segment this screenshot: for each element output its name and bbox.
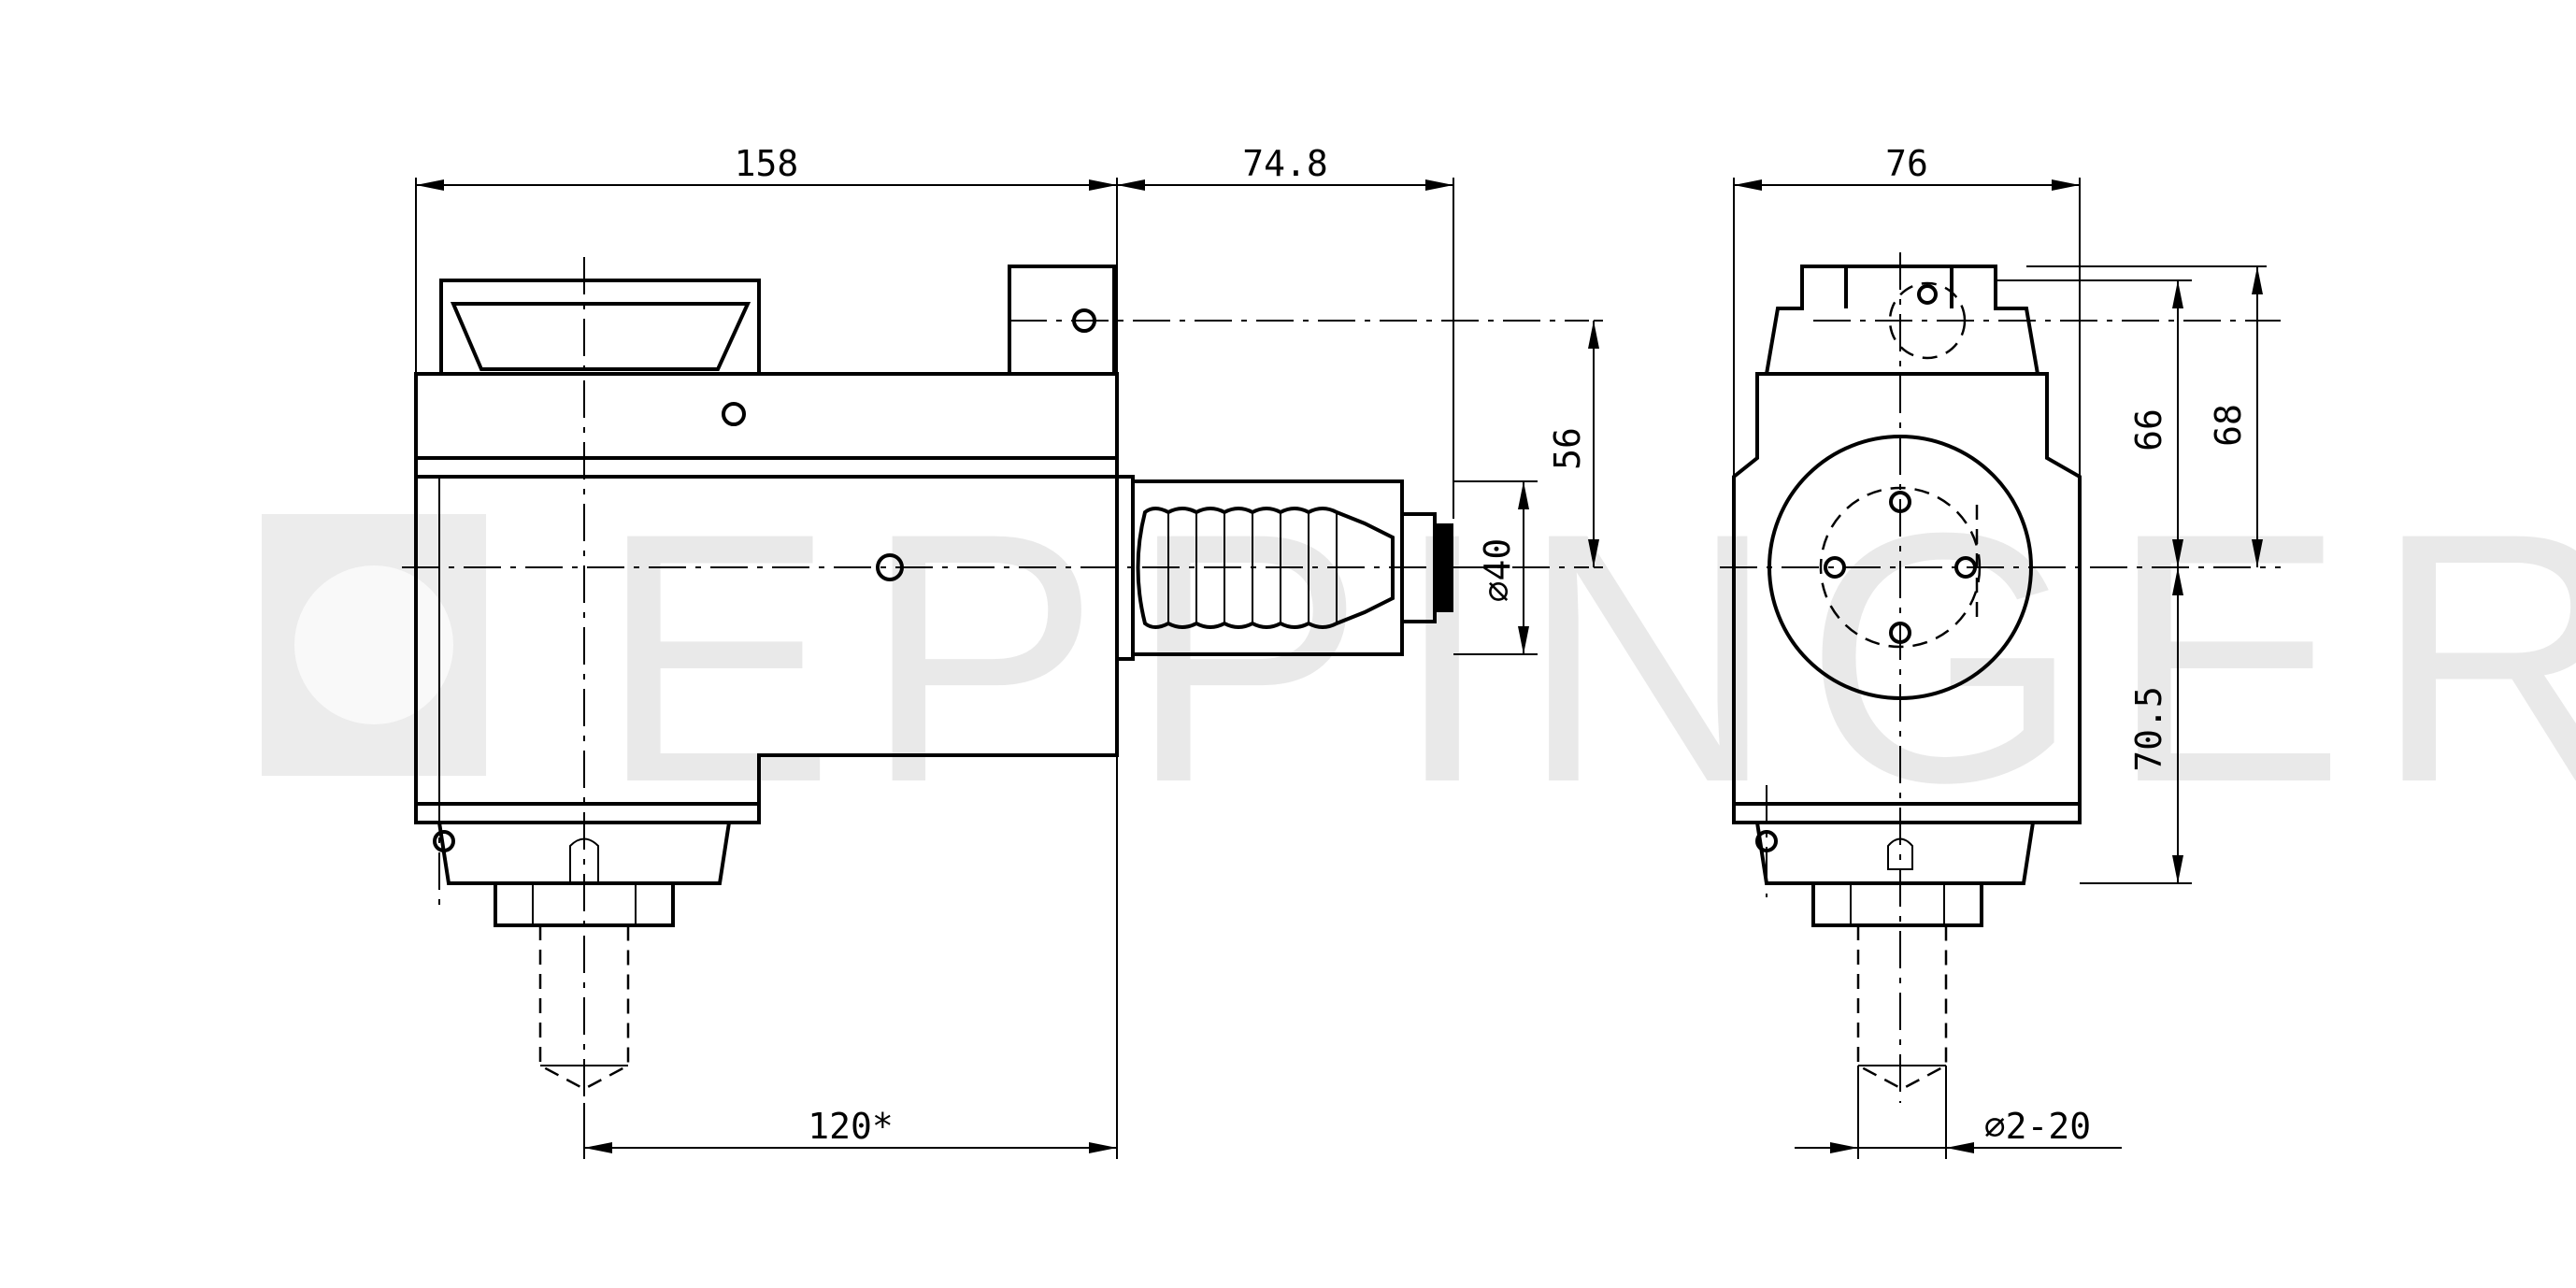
side-shank	[1131, 479, 1404, 656]
side-shank-end	[1400, 512, 1437, 623]
dim-76: 76	[1733, 143, 2081, 477]
side-shank-tip	[1435, 523, 1453, 612]
watermark: EPPINGER	[262, 459, 2576, 856]
side-hole-4	[433, 830, 455, 852]
side-collet-nut	[494, 881, 675, 927]
front-housing	[1732, 372, 2082, 824]
side-hole-3	[876, 553, 904, 581]
dim-56: 56	[1547, 320, 1603, 568]
front-collet-nut	[1811, 881, 1983, 927]
front-top-slots	[1844, 266, 1953, 308]
front-hole-top-block	[1917, 284, 1938, 305]
side-top-clamp-inner	[450, 302, 751, 371]
dimensions: 158 74.8 76 56 ⌀40 66	[415, 143, 2267, 1159]
dim-74-8: 74.8	[1117, 143, 1454, 519]
side-nut-flats	[532, 883, 637, 925]
side-hole-1	[1072, 308, 1096, 333]
dim-66: 66	[1996, 279, 2192, 567]
watermark-logo-ring	[294, 565, 453, 724]
watermark-text: EPPINGER	[598, 459, 2576, 856]
dim-70-5-label: 70.5	[2128, 686, 2169, 772]
dim-66-label: 66	[2128, 408, 2169, 451]
front-tool-outline	[1856, 925, 1948, 1091]
dim-120: 120*	[583, 755, 1118, 1159]
dim-158-label: 158	[735, 143, 799, 184]
dim-40: ⌀40	[1453, 480, 1538, 655]
dim-40-label: ⌀40	[1477, 538, 1518, 603]
dim-68: 68	[2026, 265, 2267, 567]
side-top-clamp	[439, 279, 761, 376]
dim-2-20-label: ⌀2-20	[1984, 1106, 2091, 1147]
front-nut-flats	[1850, 883, 1945, 925]
dim-158: 158	[415, 143, 1118, 374]
dim-56-label: 56	[1547, 427, 1588, 470]
side-key	[569, 837, 599, 884]
side-hole-2	[722, 402, 746, 426]
dim-68-label: 68	[2208, 404, 2249, 447]
dim-76-label: 76	[1885, 143, 1928, 184]
front-flange	[1754, 821, 2036, 885]
side-flange	[436, 821, 732, 885]
dim-2-20: ⌀2-20	[1795, 1066, 2122, 1159]
dim-120-label: 120*	[808, 1106, 894, 1147]
dim-70-5: 70.5	[2080, 567, 2192, 884]
front-key	[1887, 837, 1913, 870]
dim-74-8-label: 74.8	[1242, 143, 1328, 184]
